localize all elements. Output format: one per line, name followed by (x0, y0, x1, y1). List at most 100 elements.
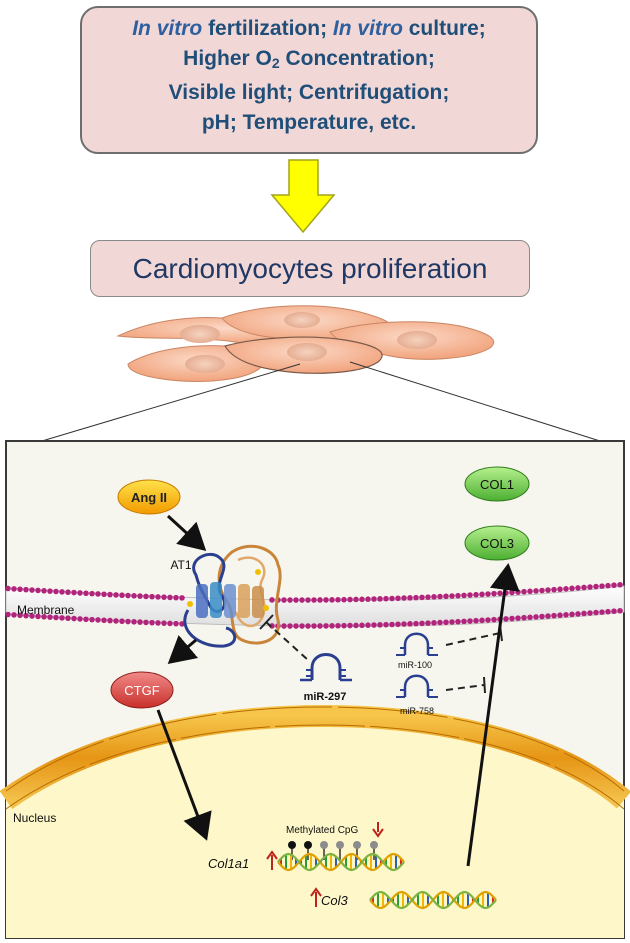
membrane-bead (479, 617, 485, 624)
membrane-bead (137, 619, 143, 625)
membrane-bead (455, 592, 461, 599)
membrane-bead (533, 614, 539, 620)
mir758-inhibition-bar (483, 676, 486, 694)
fertilization-text: fertilization; (202, 17, 333, 40)
col1-label: COL1 (480, 477, 514, 492)
membrane-bead (371, 622, 377, 628)
membrane-bead (173, 620, 179, 627)
membrane-bead (29, 613, 35, 619)
membrane-bead (461, 592, 467, 599)
down-arrow-icon (270, 159, 336, 234)
membrane-bead (365, 596, 371, 602)
membrane-bead (383, 621, 389, 628)
membrane-bead (89, 616, 95, 623)
in-vitro-text-2: In vitro (332, 17, 403, 40)
cpg-pin-head (336, 841, 344, 849)
membrane-bead (101, 617, 107, 624)
membrane-bead (599, 583, 605, 589)
membrane-bead (491, 590, 497, 597)
membrane-bead (269, 623, 275, 629)
membrane-bead (59, 615, 65, 621)
ctgf-oval: CTGF (110, 671, 174, 709)
membrane-bead (341, 596, 347, 603)
membrane-bead (311, 623, 317, 629)
membrane-bead (35, 587, 41, 594)
membrane-bead (407, 595, 413, 601)
membrane-bead (305, 623, 311, 629)
col1a1-up-arrow-icon (266, 850, 278, 870)
conditions-line-4: pH; Temperature, etc. (201, 111, 417, 134)
membrane-bead (95, 617, 101, 623)
membrane-bead (461, 618, 467, 625)
membrane-bead (593, 583, 599, 590)
membrane-bead (341, 622, 347, 629)
nucleus (0, 704, 630, 938)
membrane-bead (575, 611, 581, 617)
membrane-bead (335, 596, 341, 603)
membrane-bead (605, 608, 611, 615)
membrane-bead (425, 594, 431, 600)
membrane-bead (59, 589, 65, 595)
membrane-bead (317, 597, 323, 603)
membrane-bead (485, 591, 491, 597)
membrane-bead (587, 610, 593, 616)
membrane-bead (11, 586, 17, 592)
cell-membrane (5, 581, 625, 629)
membrane-bead (539, 613, 545, 620)
membrane-bead (77, 590, 83, 596)
methylated-cpg-label: Methylated CpG (286, 825, 358, 836)
in-vitro-text: In vitro (132, 17, 203, 40)
mir758-label: miR-758 (400, 706, 434, 716)
membrane-bead (383, 595, 389, 602)
membrane-bead (5, 611, 11, 618)
membrane-bead (467, 618, 473, 624)
membrane-bead (389, 595, 395, 602)
membrane-bead (89, 590, 95, 597)
membrane-bead (521, 614, 527, 621)
membrane-bead (347, 622, 353, 629)
membrane-bead (563, 611, 569, 618)
membrane-bead (503, 616, 509, 622)
membrane-bead (71, 615, 77, 622)
membrane-bead (11, 612, 17, 618)
membrane-dots-top (5, 581, 623, 603)
membrane-bead (149, 593, 155, 600)
membrane-bead (23, 612, 29, 619)
membrane-bead (65, 615, 71, 622)
zoom-line-right (349, 361, 601, 442)
membrane-bead (125, 618, 131, 625)
membrane-dots-bottom (5, 607, 623, 629)
membrane-bead (551, 612, 557, 619)
membrane-bead (467, 592, 473, 598)
membrane-bead (23, 586, 29, 593)
membrane-bead (515, 589, 521, 595)
at1-to-ctgf-arrow (167, 635, 199, 664)
membrane-bead (83, 590, 89, 597)
mir297-inhibition-line (265, 621, 309, 661)
membrane-bead (287, 597, 293, 603)
membrane-bead (479, 591, 485, 598)
membrane-bead (293, 597, 299, 603)
membrane-bead (515, 615, 521, 621)
culture-text: culture; (402, 17, 486, 40)
membrane-bead (575, 585, 581, 591)
cardiomyocyte-cells (116, 305, 495, 382)
at1-receptor (183, 544, 282, 648)
oxygen-subscript: 2 (271, 55, 280, 71)
membrane-bead (605, 582, 611, 589)
ctgf-label: CTGF (124, 683, 159, 698)
conditions-line-2: Higher O2 Concentration; (82, 44, 536, 78)
mir100-hairpin-icon (396, 632, 438, 656)
membrane-bead (431, 620, 437, 626)
proliferation-label: Cardiomyocytes proliferation (132, 253, 488, 284)
membrane-bead (419, 594, 425, 601)
proliferation-box: Cardiomyocytes proliferation (90, 240, 530, 297)
membrane-bead (443, 593, 449, 600)
membrane-bead (377, 622, 383, 628)
ctgf-to-col1a1-arrow (156, 709, 212, 841)
membrane-bead (395, 621, 401, 628)
membrane-bead (569, 585, 575, 592)
ang-ii-label: Ang II (131, 490, 167, 505)
membrane-bead (509, 615, 515, 622)
